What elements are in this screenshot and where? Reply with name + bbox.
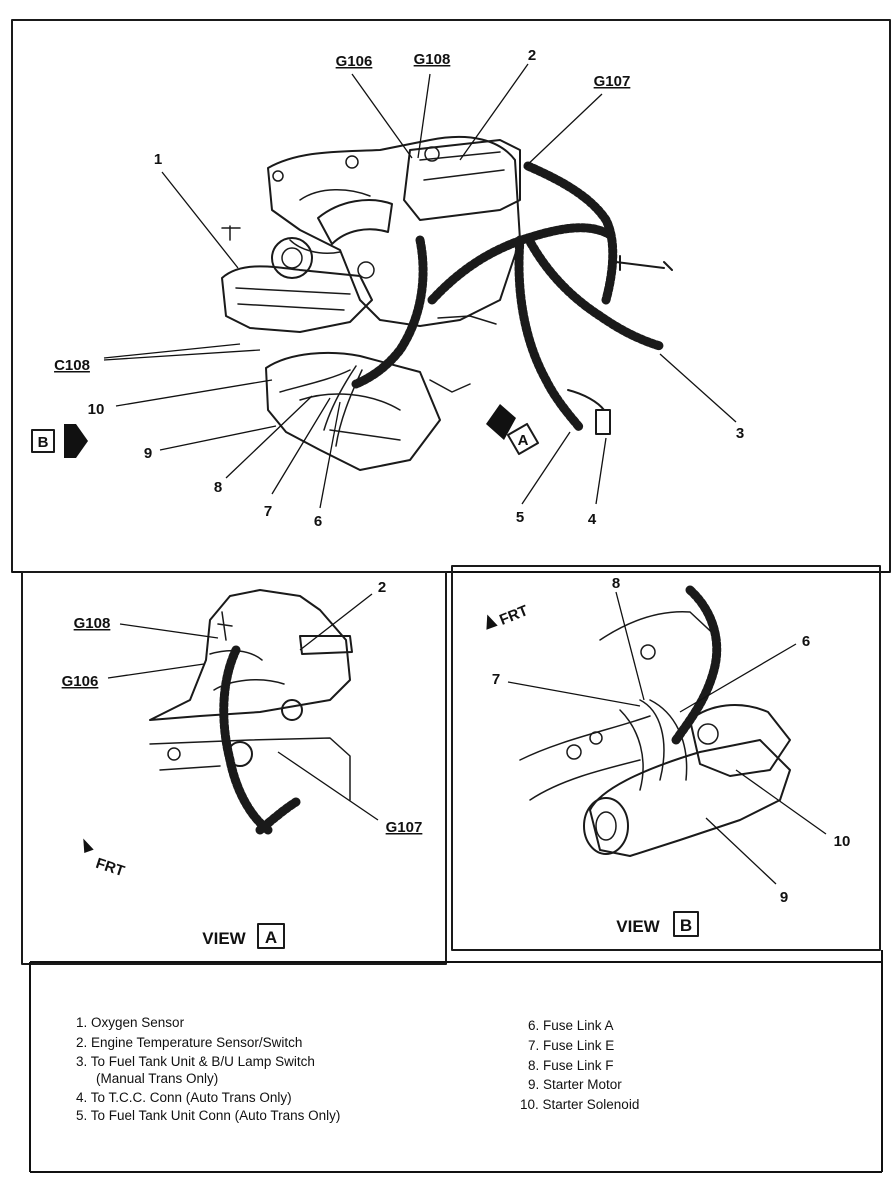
view-b-title-box: B [680,916,692,935]
view-b-callout-10: 10 [834,833,851,850]
legend-item-6: 6. Fuse Link A [528,1018,614,1033]
callout-8: 8 [214,479,222,496]
callout-6: 6 [314,513,322,530]
view-a-g106: G106 [62,673,99,690]
callout-g107: G107 [594,73,631,90]
view-b-callout-7: 7 [492,671,500,688]
view-b-box-label: B [38,434,49,451]
callout-g108: G108 [414,51,451,68]
view-a-indicator: A [486,404,540,456]
callout-5: 5 [516,509,524,526]
view-a-labels: G108 G106 G107 2 FRT VIEW A [62,579,423,949]
legend-item-9: 9. Starter Motor [528,1077,622,1092]
callout-10: 10 [88,401,105,418]
legend-item-10: 10. Starter Solenoid [520,1097,639,1112]
legend-item-7: 7. Fuse Link E [528,1038,614,1053]
legend: 1. Oxygen Sensor 2. Engine Temperature S… [76,1015,639,1123]
view-a-g108: G108 [74,615,111,632]
callout-2: 2 [528,47,536,64]
view-a-g107: G107 [386,819,423,836]
callout-7: 7 [264,503,272,520]
callout-g106: G106 [336,53,373,70]
callout-4: 4 [588,511,597,528]
view-b-leaders [507,591,827,885]
view-a-title-box: A [265,928,277,947]
view-a-title: VIEW [202,929,246,948]
view-b-title: VIEW [616,917,660,936]
view-b-illustration [486,585,791,857]
view-a-frt: FRT [94,855,127,880]
view-b-callout-9: 9 [780,889,788,906]
callout-c108: C108 [54,357,90,374]
view-a-leaders [107,593,379,821]
engine-illustration [221,136,673,471]
view-a-illustration [83,589,353,854]
view-a-callout-2: 2 [378,579,386,596]
view-b-frt: FRT [497,602,530,629]
legend-item-4: 4. To T.C.C. Conn (Auto Trans Only) [76,1090,292,1105]
legend-item-3-note: (Manual Trans Only) [96,1071,218,1086]
legend-item-3: 3. To Fuel Tank Unit & B/U Lamp Switch [76,1054,315,1069]
legend-item-1: 1. Oxygen Sensor [76,1015,185,1030]
view-b-callout-6: 6 [802,633,810,650]
callout-9: 9 [144,445,152,462]
legend-item-5: 5. To Fuel Tank Unit Conn (Auto Trans On… [76,1108,340,1123]
main-leaders [103,63,737,509]
callout-3: 3 [736,425,744,442]
legend-item-8: 8. Fuse Link F [528,1058,614,1073]
view-b-labels: 8 7 6 10 9 FRT VIEW B [492,575,851,937]
main-callouts: G106 G108 G107 C108 1 2 3 4 5 6 7 8 9 10 [54,47,744,530]
view-b-indicator: B [31,424,88,458]
callout-1: 1 [154,151,162,168]
view-b-callout-8: 8 [612,575,620,592]
diagram-frame [11,19,891,1173]
view-a-box-label: A [518,432,529,449]
legend-item-2: 2. Engine Temperature Sensor/Switch [76,1035,302,1050]
